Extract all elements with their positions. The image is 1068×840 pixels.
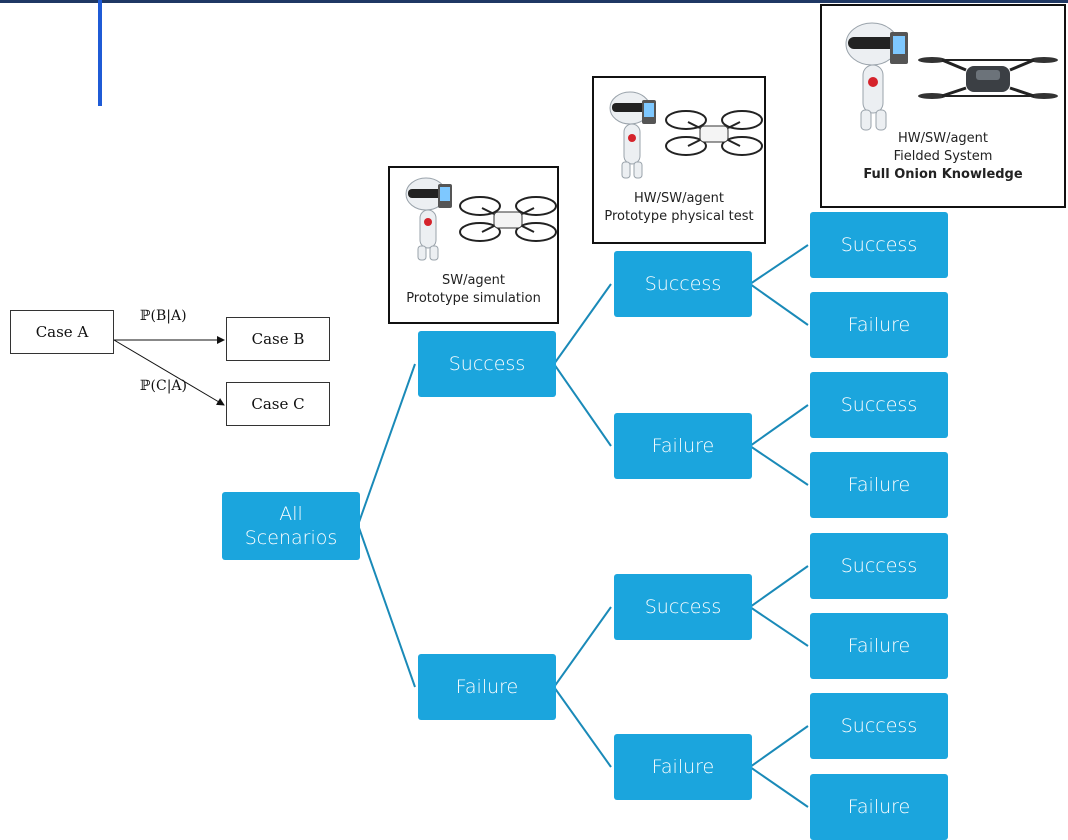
robot-icon — [609, 91, 656, 179]
panel-sim-line2: Prototype simulation — [406, 291, 541, 306]
tree-l3-node-3: Success — [810, 372, 948, 438]
panel-fielded-line3: Full Onion Knowledge — [863, 167, 1023, 182]
panel-physical-line1: HW/SW/agent — [633, 191, 725, 206]
tree-l3-node-1: Success — [810, 212, 948, 278]
drone-icon — [459, 196, 557, 242]
panel-fielded-line2: Fielded System — [893, 149, 993, 164]
panel-fielded-line1: HW/SW/agent — [897, 131, 989, 146]
connector-l1-success — [552, 283, 612, 447]
connector-l2-2 — [748, 404, 809, 486]
tree-l3-node-8: Failure — [810, 774, 948, 840]
case-c-box: Case C — [226, 382, 330, 426]
case-c-label: Case C — [251, 395, 305, 413]
tree-l3-node-7: Success — [810, 693, 948, 759]
panel-fielded-system: HW/SW/agent Fielded System Full Onion Kn… — [820, 4, 1066, 208]
tree-l3-node-5: Success — [810, 533, 948, 599]
robot-icon — [845, 22, 908, 131]
tree-l2-success-failure: Failure — [614, 413, 752, 479]
drone-icon — [918, 57, 1058, 99]
connector-l1-failure — [552, 606, 612, 768]
panel-sim-line1: SW/agent — [441, 273, 506, 288]
tree-root-all-scenarios: All Scenarios — [222, 492, 360, 560]
tree-l2-failure-success: Success — [614, 574, 752, 640]
robot-icon — [405, 177, 452, 261]
case-flow-arrows — [113, 336, 225, 406]
case-a-label: Case A — [35, 323, 89, 341]
tree-l3-node-2: Failure — [810, 292, 948, 358]
connector-l2-4 — [748, 725, 809, 808]
tree-l1-success: Success — [418, 331, 556, 397]
connector-root-success — [356, 363, 416, 688]
prob-b-given-a: ℙ(B|A) — [140, 308, 187, 324]
accent-bar — [98, 0, 102, 106]
tree-l3-node-4: Failure — [810, 452, 948, 518]
top-bar — [0, 0, 1068, 3]
case-a-box: Case A — [10, 310, 114, 354]
case-b-label: Case B — [251, 330, 305, 348]
case-b-box: Case B — [226, 317, 330, 361]
drone-icon — [665, 110, 763, 156]
prob-c-given-a: ℙ(C|A) — [140, 378, 187, 394]
tree-l2-failure-failure: Failure — [614, 734, 752, 800]
connector-l2-3 — [748, 565, 809, 647]
connector-l2-1 — [748, 244, 809, 326]
tree-l1-failure: Failure — [418, 654, 556, 720]
tree-l3-node-6: Failure — [810, 613, 948, 679]
panel-prototype-simulation: SW/agent Prototype simulation — [388, 166, 559, 324]
panel-prototype-physical-test: HW/SW/agent Prototype physical test — [592, 76, 766, 244]
panel-physical-line2: Prototype physical test — [604, 209, 754, 224]
tree-l2-success-success: Success — [614, 251, 752, 317]
